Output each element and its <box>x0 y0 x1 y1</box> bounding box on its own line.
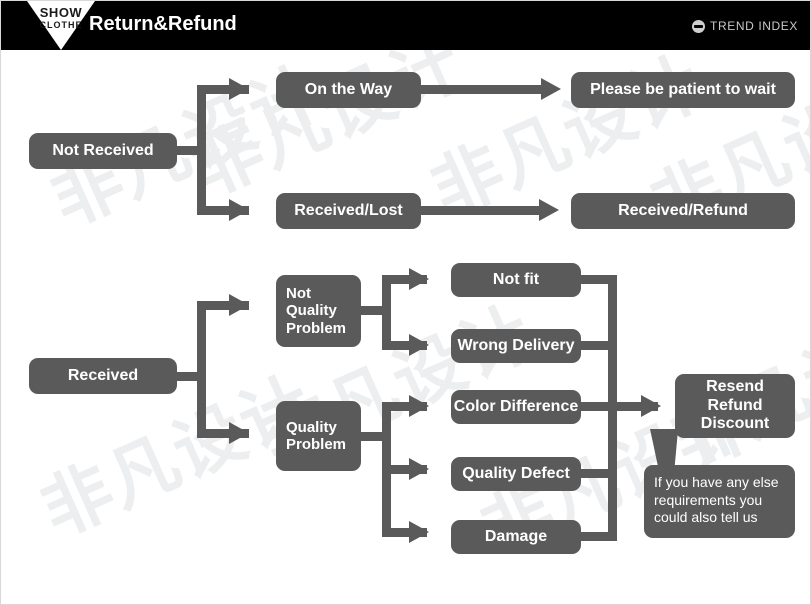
node-quality-problem[interactable]: Quality Problem <box>276 401 361 471</box>
node-not-quality-problem[interactable]: Not Quality Problem <box>276 275 361 347</box>
connector-bus-vertical <box>382 275 391 350</box>
connector-segment <box>197 85 249 94</box>
connector-segment <box>177 372 205 381</box>
node-wrong-delivery[interactable]: Wrong Delivery <box>451 329 581 363</box>
brand-logo: SHOW CLOTHE <box>27 1 95 50</box>
connector-segment <box>608 402 658 411</box>
trend-index-label: TREND INDEX <box>710 19 798 33</box>
connector-segment <box>382 341 427 350</box>
connector-segment <box>581 402 617 411</box>
arrowhead-icon <box>409 268 429 290</box>
logo-line-2: CLOTHE <box>39 20 83 30</box>
arrowhead-icon <box>409 521 429 543</box>
page-title: Return&Refund <box>89 13 237 35</box>
arrowhead-icon <box>229 294 249 316</box>
connector-bus-vertical <box>197 301 206 438</box>
connector-segment <box>382 275 427 284</box>
connector-segment <box>581 341 617 350</box>
connector-bus-vertical <box>197 85 206 215</box>
connector-segment <box>361 432 389 441</box>
callout-note: If you have any else requirements you co… <box>644 465 795 538</box>
connector-segment <box>197 429 249 438</box>
node-resend-refund-discount[interactable]: Resend Refund Discount <box>675 374 795 438</box>
arrowhead-icon <box>409 334 429 356</box>
node-received-lost[interactable]: Received/Lost <box>276 193 421 229</box>
node-damage[interactable]: Damage <box>451 520 581 554</box>
connector-segment <box>581 275 617 284</box>
arrowhead-icon <box>641 395 661 417</box>
node-color-difference[interactable]: Color Difference <box>451 390 581 424</box>
connector-segment <box>177 146 205 155</box>
triangle-logo-icon <box>27 1 95 50</box>
connector-segment <box>581 469 617 478</box>
page-header: SHOW CLOTHE Return&Refund TREND INDEX <box>1 1 810 50</box>
connector-segment <box>382 402 427 411</box>
node-not-fit[interactable]: Not fit <box>451 263 581 297</box>
node-received-refund[interactable]: Received/Refund <box>571 193 795 229</box>
globe-icon <box>692 19 706 33</box>
connector-segment <box>421 85 549 94</box>
connector-segment <box>197 301 249 310</box>
arrowhead-icon <box>229 422 249 444</box>
connector-segment <box>581 532 617 541</box>
connector-segment <box>382 528 427 537</box>
connector-segment <box>361 306 389 315</box>
arrowhead-icon <box>409 395 429 417</box>
trend-index-badge: TREND INDEX <box>692 19 798 33</box>
node-please-be-patient[interactable]: Please be patient to wait <box>571 72 795 108</box>
node-on-the-way[interactable]: On the Way <box>276 72 421 108</box>
connector-segment <box>421 206 545 215</box>
arrowhead-icon <box>541 78 561 100</box>
connector-segment <box>197 206 249 215</box>
arrowhead-icon <box>229 199 249 221</box>
logo-line-1: SHOW <box>39 5 83 20</box>
arrowhead-icon <box>409 458 429 480</box>
node-not-received[interactable]: Not Received <box>29 133 177 169</box>
arrowhead-icon <box>539 199 559 221</box>
arrowhead-icon <box>229 78 249 100</box>
connector-segment <box>382 465 427 474</box>
node-quality-defect[interactable]: Quality Defect <box>451 457 581 491</box>
node-received[interactable]: Received <box>29 358 177 394</box>
